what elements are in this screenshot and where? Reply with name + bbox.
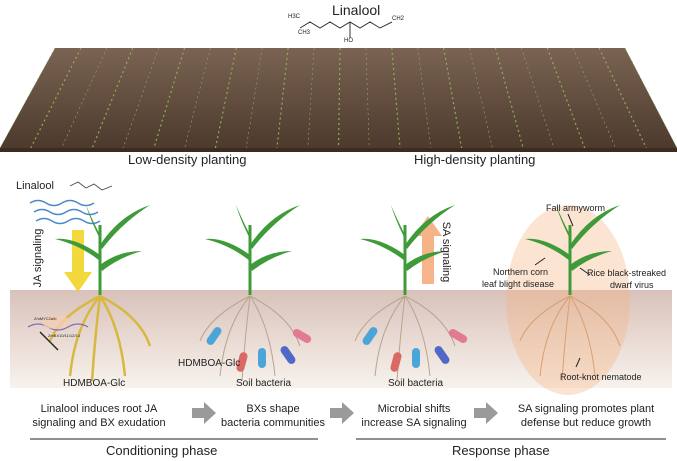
atom-ch3: CH3: [298, 30, 311, 36]
compound-label-p2: HDMBOA-Glc: [178, 358, 241, 369]
pest-leaf-blight-2: leaf blight disease: [482, 279, 555, 289]
step-arrow-icon: [474, 402, 498, 424]
maize-plant: [199, 205, 301, 382]
gene-label-bx: ZmBX10/11/12/14: [48, 333, 80, 338]
crop-row: [494, 47, 524, 149]
ja-arrow-icon: [64, 230, 92, 292]
crop-row: [624, 47, 677, 149]
bacteria-label-p2: Soil bacteria: [236, 378, 292, 389]
crop-row: [417, 47, 432, 149]
ja-signaling-label: JA signaling: [32, 228, 44, 288]
crop-row: [245, 47, 263, 149]
crop-row: [276, 47, 289, 149]
conditioning-phase-label: Conditioning phase: [106, 443, 218, 458]
compound-label-p1: HDMBOA-Glc: [63, 378, 126, 389]
gene-label-myc: ZmMYC2a/b: [34, 316, 57, 321]
crop-row: [61, 47, 108, 149]
crop-row: [337, 47, 341, 149]
sa-signaling-label: SA signaling: [440, 221, 452, 283]
crop-row: [184, 47, 211, 149]
linalool-title: Linalool: [332, 2, 381, 18]
maize-plant: [519, 205, 621, 382]
linalool-volatile-icon: [29, 199, 101, 225]
dna-icon: [27, 323, 89, 331]
soil-band: [10, 290, 672, 388]
crop-row: [214, 47, 237, 149]
crop-row: [30, 47, 82, 149]
crop-row: [365, 47, 370, 149]
crop-row: [443, 47, 463, 149]
linalool-structure-small: [69, 181, 113, 191]
bacteria-icons-p2: [206, 327, 312, 372]
step-arrow-icon: [330, 402, 354, 424]
response-phase-label: Response phase: [452, 443, 550, 458]
pest-virus-1: Rice black-streaked: [587, 268, 667, 278]
linalool-label: Linalool: [16, 180, 54, 192]
crop-row: [391, 47, 401, 149]
pest-nematode: Root-knot nematode: [560, 372, 642, 382]
crop-row: [307, 47, 315, 149]
atom-ch2: CH2: [392, 16, 405, 22]
low-density-label: Low-density planting: [128, 152, 247, 167]
maize-plant: [354, 205, 456, 382]
crop-row: [572, 47, 616, 149]
crop-row: [469, 47, 493, 149]
pest-leaf-blight-1: Northern corn: [493, 267, 549, 277]
pest-virus-2: dwarf virus: [610, 280, 654, 290]
step-arrow-icon: [192, 402, 216, 424]
crop-row: [598, 47, 647, 149]
atom-ho: HO: [344, 38, 353, 44]
sa-arrow-icon: [414, 216, 442, 284]
bacteria-icons-p3: [362, 327, 468, 372]
crop-row: [0, 47, 56, 149]
bacteria-label-p3: Soil bacteria: [388, 378, 444, 389]
atom-h3c: H3C: [288, 14, 301, 20]
high-density-label: High-density planting: [414, 152, 536, 167]
maize-plant: [48, 205, 152, 382]
pest-fall-armyworm: Fall armyworm: [546, 203, 606, 213]
